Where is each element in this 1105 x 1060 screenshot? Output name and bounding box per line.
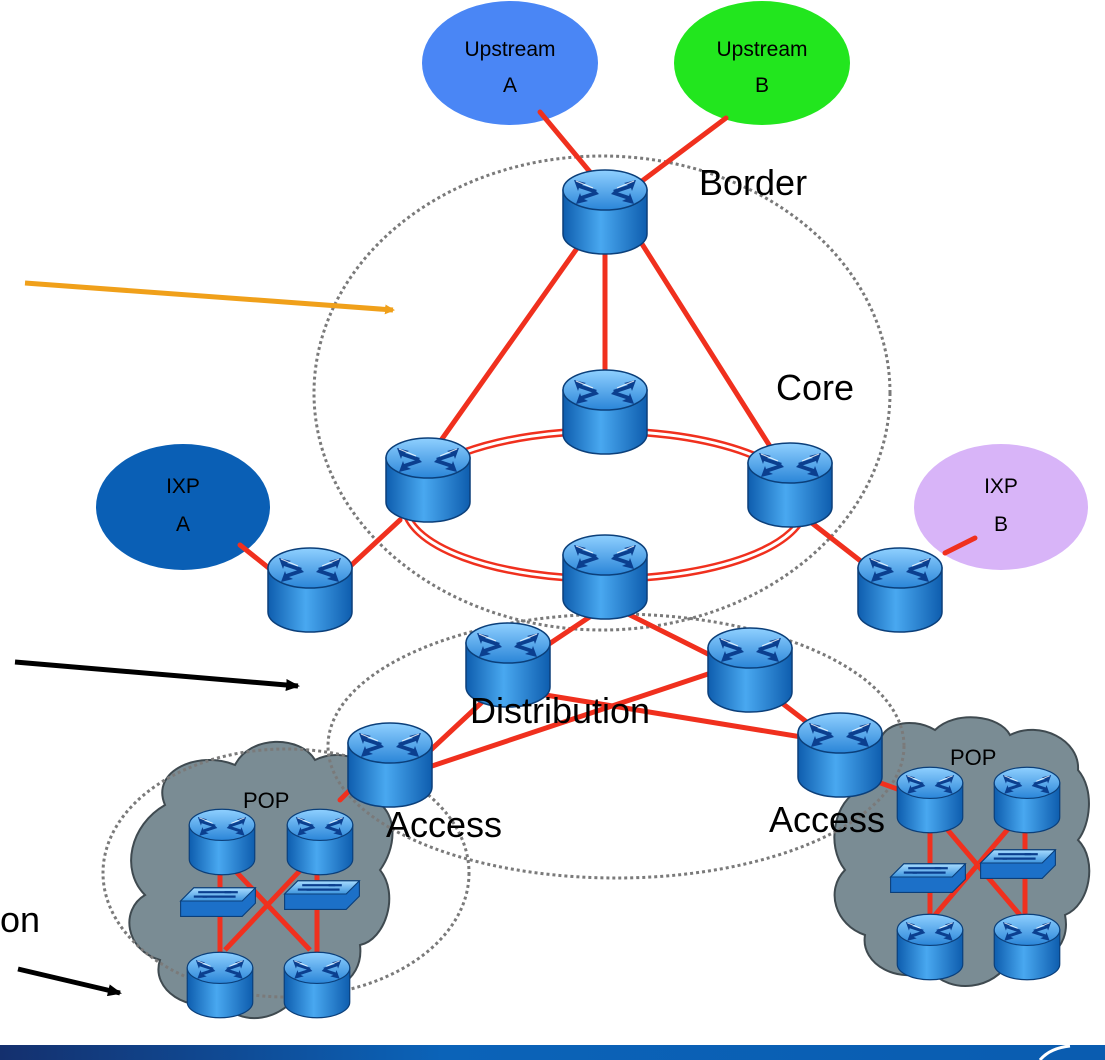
pop-right-switch-a-icon[interactable] [889,862,967,894]
pop-right-router-br-icon[interactable] [993,913,1061,981]
pop-left-switch-a-icon[interactable] [179,886,257,918]
access-label-left: Access [386,804,502,845]
border-label: Border [699,162,807,203]
core-router-bottom-icon[interactable] [562,534,648,620]
footer-band [0,1044,1105,1060]
core-region [312,154,892,632]
distribution-router-right-icon[interactable] [707,627,793,713]
access-router-right-icon[interactable] [797,712,883,798]
upstream-b-line2: B [755,74,769,97]
upstream-a-line2: A [503,74,517,97]
pop-label-left: POP [243,788,289,813]
ixp-a-router-icon[interactable] [267,547,353,633]
distribution-label: Distribution [470,690,650,731]
core-router-center-icon[interactable] [562,369,648,455]
upstream-b-cloud[interactable]: Upstream B [674,1,850,125]
pop-label-right: POP [950,745,996,770]
upstream-b-line1: Upstream [716,38,807,61]
upstream-a-line1: Upstream [464,38,555,61]
black-arrow-distribution-icon [14,659,300,691]
upstream-a-cloud[interactable]: Upstream A [422,1,598,125]
core-router-right-icon[interactable] [747,442,833,528]
ixp-a-line2: A [176,513,190,536]
border-router-icon[interactable] [562,169,648,255]
pop-right-router-tl-icon[interactable] [896,766,964,834]
partial-text: on [0,899,40,940]
pop-left-router-tr-icon[interactable] [286,808,354,876]
pop-right-router-tr-icon[interactable] [993,766,1061,834]
access-label-right: Access [769,799,885,840]
pop-left-router-br-icon[interactable] [283,951,351,1019]
pop-left-router-tl-icon[interactable] [188,808,256,876]
pop-left-router-bl-icon[interactable] [186,951,254,1019]
pop-right-router-bl-icon[interactable] [896,913,964,981]
ixp-a-cloud[interactable]: IXP A [96,444,270,570]
ixp-b-cloud[interactable]: IXP B [914,444,1088,570]
orange-arrow-icon [24,280,395,315]
pop-left-region [101,747,471,999]
distribution-region [326,612,906,880]
pop-right-switch-b-icon[interactable] [979,848,1057,880]
pop-left-switch-b-icon[interactable] [283,879,361,911]
ixp-a-line1: IXP [166,475,200,498]
ixp-b-router-icon[interactable] [857,547,943,633]
access-router-left-icon[interactable] [347,722,433,808]
core-label: Core [776,367,854,408]
black-arrow-pop-icon [17,966,122,997]
ixp-b-line1: IXP [984,475,1018,498]
ixp-b-line2: B [994,513,1008,536]
core-router-left-icon[interactable] [385,437,471,523]
